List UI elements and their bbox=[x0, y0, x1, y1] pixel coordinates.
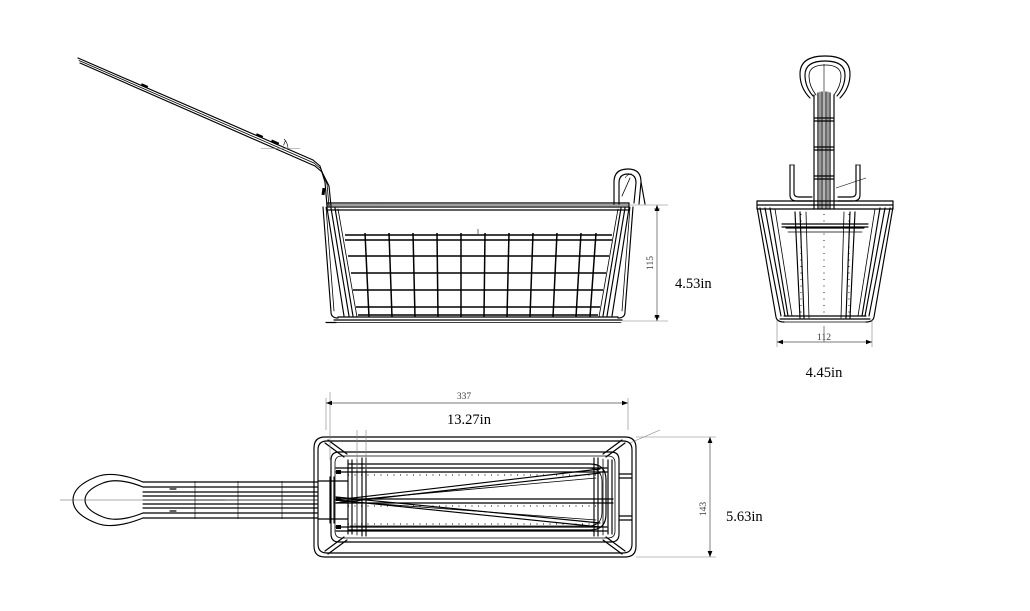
plan-outer-frame bbox=[313, 436, 637, 558]
plan-guide-lines bbox=[329, 392, 367, 470]
plan-mesh-wires bbox=[335, 467, 614, 532]
dimension-depth: 143 5.63in bbox=[629, 429, 763, 558]
front-inner-wires bbox=[794, 211, 856, 319]
front-handle-loop bbox=[799, 55, 851, 99]
front-inner-rings bbox=[781, 223, 869, 233]
side-angle-reference bbox=[261, 138, 300, 149]
dimension-length-inch: 13.27in bbox=[447, 412, 492, 428]
dimension-height: 115 4.53in bbox=[622, 204, 712, 322]
dimension-width-front: 112 4.45in bbox=[776, 320, 873, 381]
dimension-depth-inch: 5.63in bbox=[726, 509, 763, 525]
dimension-length: 337 13.27in bbox=[325, 392, 629, 430]
dimension-depth-mm: 143 bbox=[699, 502, 709, 517]
plan-handle-attachment bbox=[317, 470, 349, 529]
dimension-width-front-inch: 4.45in bbox=[806, 365, 843, 381]
plan-handle-rails bbox=[142, 481, 319, 519]
side-right-wall bbox=[598, 206, 634, 319]
side-left-wall bbox=[322, 206, 358, 319]
dimension-width-front-mm: 112 bbox=[817, 333, 831, 343]
side-elevation-view: 115 4.53in bbox=[77, 57, 712, 324]
side-mesh-vertical bbox=[364, 232, 597, 318]
front-elevation-view: 112 4.45in bbox=[756, 55, 894, 381]
side-handle-bar bbox=[77, 57, 316, 167]
side-rim-hook bbox=[613, 168, 646, 205]
dimension-height-inch: 4.53in bbox=[675, 276, 712, 292]
front-handle-column bbox=[813, 64, 835, 210]
plan-diagonal-wires bbox=[335, 468, 601, 528]
plan-right-end-bars bbox=[593, 457, 633, 537]
front-basket-bottom bbox=[779, 315, 871, 323]
side-basket-rim bbox=[326, 202, 630, 211]
front-basket-rim bbox=[756, 200, 894, 210]
plan-inner-frame bbox=[330, 451, 620, 543]
dimension-length-mm: 337 bbox=[457, 392, 472, 402]
plan-corner-gussets bbox=[324, 439, 626, 555]
side-basket-bottom bbox=[333, 316, 623, 323]
side-mesh-horizontal bbox=[345, 234, 612, 316]
side-handle-bend bbox=[312, 159, 332, 207]
front-left-hook bbox=[789, 164, 813, 202]
dimension-height-mm: 115 bbox=[646, 256, 656, 270]
front-right-hook bbox=[835, 164, 867, 202]
plan-top-view: 337 13.27in 143 5.63in bbox=[60, 392, 763, 558]
